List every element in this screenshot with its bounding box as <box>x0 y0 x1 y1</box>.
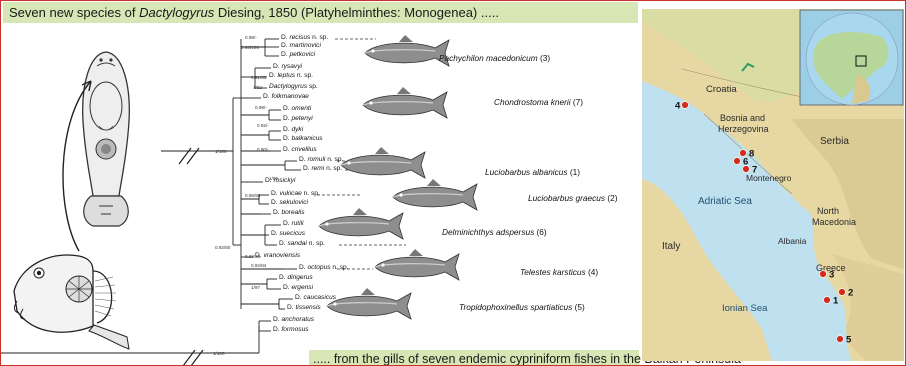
node-support-value: 0.99/- <box>245 35 257 40</box>
sampling-site-marker <box>824 297 831 304</box>
host-fish-silhouette <box>327 288 411 319</box>
taxon-label: D. vukicae n. sp. <box>271 190 320 197</box>
host-fish-silhouette <box>375 249 459 280</box>
taxon-label: D. formosus <box>273 326 309 333</box>
map-label-croatia: Croatia <box>706 84 737 95</box>
host-label-tropidophoxinellus: Tropidophoxinellus spartiaticus (5) <box>459 302 585 312</box>
taxon-label: D. tissensis <box>287 304 321 311</box>
taxon-label: D. rutili <box>283 220 304 227</box>
taxon-label: D. crivellius <box>283 146 317 153</box>
node-support-value: 0.92/- <box>257 123 269 128</box>
taxon-label: Dactylogyrus sp. <box>269 83 318 90</box>
taxon-label: D. folkmanovae <box>263 93 309 100</box>
sampling-site-marker <box>839 289 846 296</box>
map-label-north_mac2: Macedonia <box>812 217 856 227</box>
host-label-luciobarbus-graecus: Luciobarbus graecus (2) <box>528 193 617 203</box>
sampling-site-marker <box>682 102 689 109</box>
taxon-label: D. dirigerus <box>279 274 313 281</box>
node-support-value: 1/100 <box>215 149 227 154</box>
taxon-label: D. dyki <box>283 126 303 133</box>
taxon-label: D. martinovici <box>281 42 321 49</box>
sampling-site-number: 2 <box>848 288 853 299</box>
node-support-value: 1/100 <box>213 351 225 356</box>
sampling-site-marker <box>743 166 750 173</box>
sampling-site-marker <box>740 150 747 157</box>
map-label-north_mac1: North <box>817 206 839 216</box>
taxon-label: D. romuli n. sp. <box>299 156 343 163</box>
map-label-adriatic: Adriatic Sea <box>698 196 752 207</box>
host-label-telestes: Telestes karsticus (4) <box>520 267 598 277</box>
taxon-label: D. omenti <box>283 105 311 112</box>
taxon-label: D. sekulovici <box>271 199 308 206</box>
taxon-label: D. petenyi <box>283 115 313 122</box>
taxon-label: D. petkovici <box>281 51 315 58</box>
host-fish-silhouette <box>365 35 449 66</box>
taxon-label: D. borealis <box>273 209 305 216</box>
taxon-label: D. ergensi <box>283 284 313 291</box>
host-label-delminichthys: Delminichthys adspersus (6) <box>442 227 547 237</box>
node-support-value: 0.90/- <box>257 147 269 152</box>
balkan-map: CroatiaBosnia andHerzegovinaSerbiaMonten… <box>642 9 904 361</box>
node-support-value: 1/99 <box>269 176 278 181</box>
map-label-bosnia1: Bosnia and <box>720 113 765 123</box>
taxon-label: D. rysavyi <box>273 63 302 70</box>
sampling-site-marker <box>734 158 741 165</box>
sampling-site-number: 7 <box>752 165 757 176</box>
node-support-value: 0.98/55 <box>245 254 260 259</box>
taxon-label: D. octopus n. sp. <box>299 264 349 271</box>
host-label-luciobarbus-albanicus: Luciobarbus albanicus (1) <box>485 167 580 177</box>
node-support-value: 0.93/100 <box>241 45 259 50</box>
host-fish-silhouette <box>319 208 403 239</box>
taxon-label: D. remi n. sp. <box>303 165 342 172</box>
sampling-site-marker <box>820 271 827 278</box>
sampling-site-marker <box>837 336 844 343</box>
map-label-serbia: Serbia <box>820 136 849 147</box>
host-fish-silhouette <box>341 147 425 178</box>
sampling-site-number: 3 <box>829 270 834 281</box>
taxon-label: D. leptus n. sp. <box>269 72 313 79</box>
taxon-label: D. vranoviensis <box>255 252 300 259</box>
host-fish-silhouette <box>393 179 477 210</box>
map-label-albania: Albania <box>778 236 807 246</box>
map-label-ionian: Ionian Sea <box>722 303 768 314</box>
node-support-value: 0.92/50 <box>215 245 230 250</box>
taxon-label: D. anchoratus <box>273 316 314 323</box>
host-label-chondrostoma: Chondrostoma knerii (7) <box>494 97 583 107</box>
node-support-value: 0.96/99 <box>245 193 260 198</box>
node-support-value: 0.98/- <box>255 105 267 110</box>
node-support-value: 0.92/84 <box>251 263 266 268</box>
host-fish-silhouette <box>363 87 447 118</box>
map-label-italy: Italy <box>662 241 680 252</box>
sampling-site-number: 1 <box>833 296 839 307</box>
sampling-site-number: 8 <box>749 149 754 160</box>
taxon-label: D. recisus n. sp. <box>281 34 328 41</box>
node-support-value: 1/92 <box>253 85 262 90</box>
taxon-label: D. caucasicus <box>295 294 336 301</box>
taxon-label: D. suecicus <box>271 230 305 237</box>
node-support-value: 1/97 <box>251 285 260 290</box>
sampling-site-number: 5 <box>846 335 852 346</box>
node-support-value: 0.91/53 <box>251 75 266 80</box>
sampling-site-number: 4 <box>675 101 681 112</box>
taxon-label: D. sandai n. sp. <box>279 240 325 247</box>
taxon-label: D. balkanicus <box>283 135 323 142</box>
map-label-bosnia2: Herzegovina <box>718 124 769 134</box>
host-label-pachychilon: Pachychilon macedonicum (3) <box>439 53 550 63</box>
